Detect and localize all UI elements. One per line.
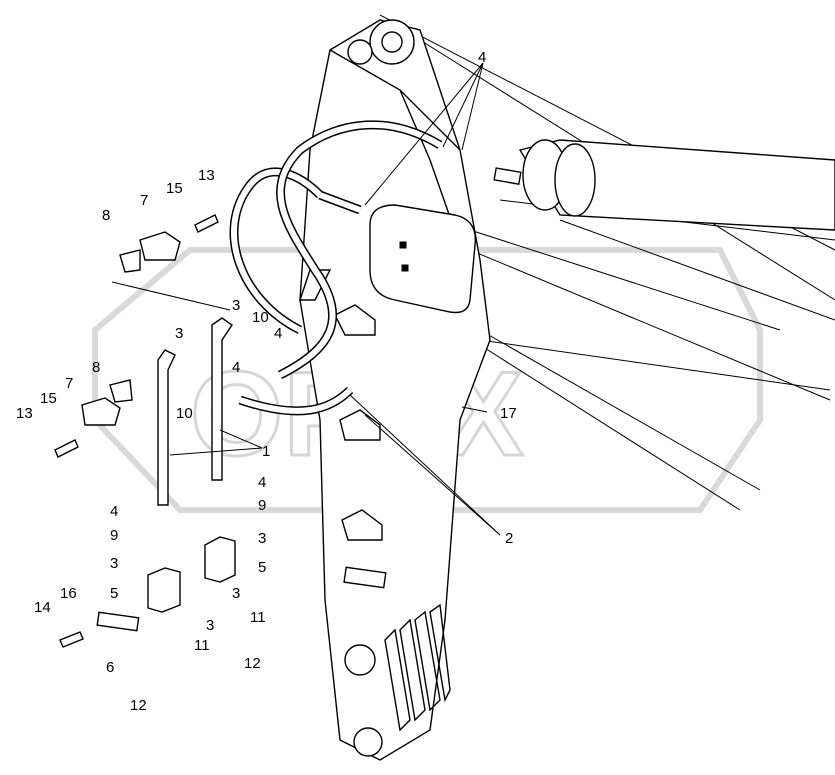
- callout-label: 3: [110, 555, 118, 572]
- callout-label: 11: [250, 609, 266, 626]
- callout-label: 9: [258, 497, 266, 514]
- blocks: [147, 536, 236, 613]
- callout-label: 15: [40, 390, 57, 407]
- callout-label: 4: [478, 49, 486, 66]
- callout-label: 4: [258, 474, 266, 491]
- clamps: [81, 231, 181, 632]
- hoses: [229, 120, 443, 416]
- callout-label: 13: [198, 167, 215, 184]
- callout-label: 13: [16, 405, 33, 422]
- callout-label: 17: [500, 405, 517, 422]
- callout-label: 3: [206, 617, 214, 634]
- callout-label: 16: [60, 585, 77, 602]
- callout-label: 3: [258, 530, 266, 547]
- callout-labels: 4 7 15 13 8 3 10 4 3 8 7 4 15 10 13 1 17…: [16, 49, 517, 714]
- callout-label: 4: [110, 503, 118, 520]
- callout-label: 1: [262, 443, 270, 460]
- callout-label: 12: [244, 655, 261, 672]
- callout-label: 5: [110, 585, 118, 602]
- callout-label: 3: [232, 585, 240, 602]
- callout-label: 6: [106, 659, 114, 676]
- hydraulic-cylinder: [493, 139, 835, 231]
- callout-label: 3: [232, 297, 240, 314]
- callout-label: 10: [252, 309, 269, 326]
- bolts: [54, 214, 219, 648]
- callout-label: 11: [194, 637, 210, 654]
- callout-label: 8: [102, 207, 110, 224]
- pipes: [157, 317, 233, 506]
- callout-label: 14: [34, 599, 51, 616]
- callout-label: 9: [110, 527, 118, 544]
- callout-label: 4: [232, 359, 240, 376]
- callout-label: 8: [92, 359, 100, 376]
- callout-label: 5: [258, 559, 266, 576]
- callout-label: 3: [175, 325, 183, 342]
- callout-label: 10: [176, 405, 193, 422]
- leader-lines: [111, 62, 501, 536]
- callout-label: 7: [140, 192, 148, 209]
- callout-label: 2: [505, 530, 513, 547]
- callout-label: 15: [166, 180, 183, 197]
- callout-label: 4: [274, 325, 282, 342]
- callout-label: 7: [65, 375, 73, 392]
- callout-label: 12: [130, 697, 147, 714]
